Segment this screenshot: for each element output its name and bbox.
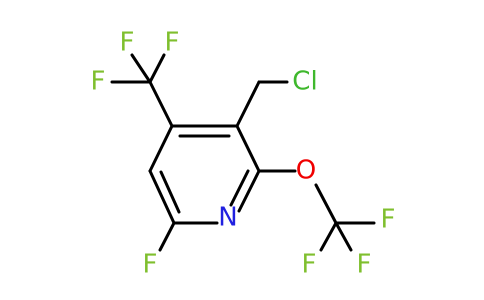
- oxygen-label: O: [296, 156, 316, 186]
- bond-c3-ch2: [235, 80, 261, 128]
- bond-cf3-f1: [130, 53, 152, 84]
- bond-c4-cf3: [148, 80, 174, 128]
- bond-o-cf3: [314, 183, 338, 225]
- bond-c6-c5-inner: [159, 170, 181, 214]
- bond-layer: [110, 53, 376, 252]
- bond-ocf3-f2: [319, 221, 338, 252]
- bond-c6-f: [158, 221, 176, 252]
- fluorine-label-ring: F: [143, 250, 158, 280]
- atom-label-layer: F F F Cl O N F F F F: [91, 28, 396, 280]
- bond-ocf3-f3: [334, 221, 353, 252]
- fluorine-label-ocf3-right: F: [381, 205, 396, 235]
- bond-c6-c5: [148, 169, 176, 225]
- fluorine-label-cf3-left: F: [91, 67, 106, 97]
- bond-cf3-f2: [148, 53, 166, 84]
- bond-c2-n: [237, 169, 261, 213]
- fluorine-label-ocf3-bottom-left: F: [302, 250, 317, 280]
- bond-c5-c4: [148, 124, 174, 173]
- bond-c2-n-inner: [229, 169, 250, 207]
- bond-c3-c2: [235, 124, 261, 173]
- fluorine-label-cf3-top-right: F: [165, 28, 180, 58]
- fluorine-label-ocf3-bottom-right: F: [357, 250, 372, 280]
- nitrogen-label: N: [218, 203, 237, 233]
- chlorine-label: Cl: [292, 67, 317, 97]
- fluorine-label-cf3-top-left: F: [120, 28, 135, 58]
